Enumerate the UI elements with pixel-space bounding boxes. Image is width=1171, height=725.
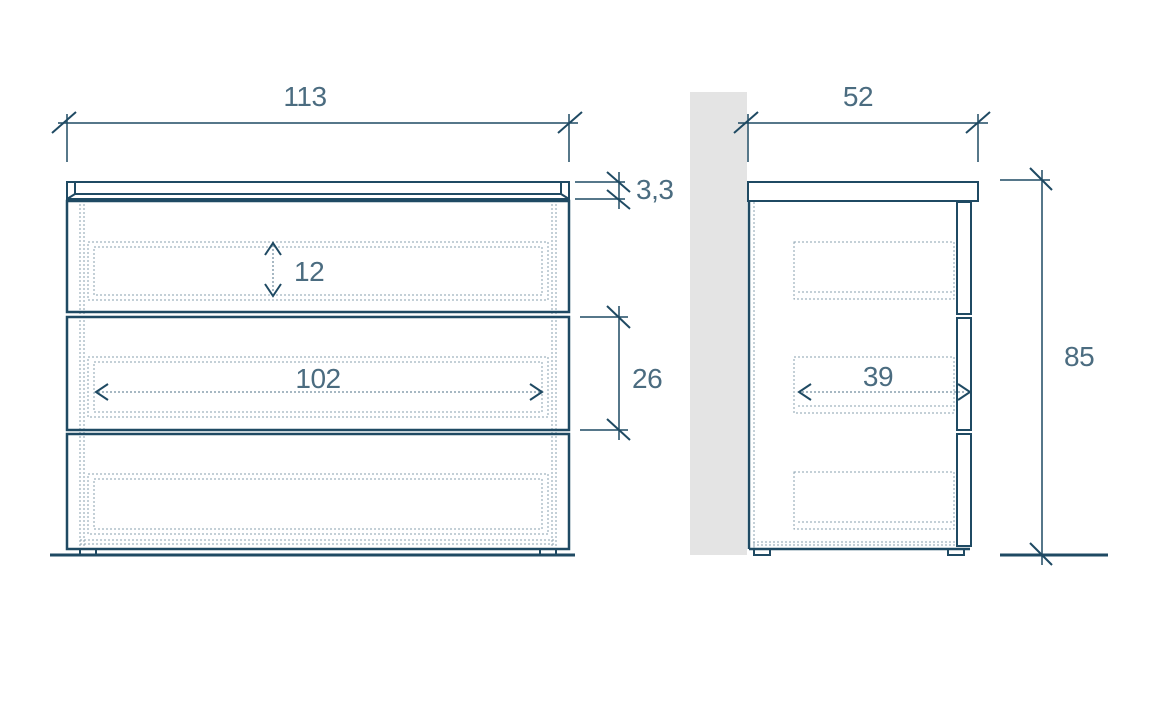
drawer-front-height-label: 26 [632,363,662,394]
depth-label: 52 [843,81,873,112]
side-drawer-fronts [956,201,972,547]
wall [690,92,747,555]
arrowheads-inner-height [264,241,282,298]
dresser-feet-front [79,548,557,556]
dimension-drawer-front-height [580,305,631,441]
dimension-depth [733,111,991,162]
dresser-feet-side [753,548,965,556]
dimension-height [1000,167,1053,566]
drawer-front-1 [65,199,571,314]
side-view-dresser [747,181,979,556]
drawer-inner-depth-label: 39 [863,361,893,392]
drawer-front-2 [65,315,571,432]
dresser-top-front [66,181,570,200]
carcass-dotted-outline [79,200,557,548]
drawer-front-3 [65,432,571,551]
dimension-top-thickness [575,171,631,210]
dresser-top-side [747,181,979,202]
side-dotted-details [753,202,957,548]
dimension-drawer-inner-depth [797,383,972,401]
front-view-dresser [65,181,571,556]
drawer-inner-height-label: 12 [294,256,324,287]
dimension-drawer-inner-width [94,383,544,401]
height-label: 85 [1064,341,1094,372]
top-thickness-label: 3,3 [636,174,673,205]
side-body [747,201,970,551]
drawer-inner-width-label: 102 [295,363,340,394]
width-label: 113 [283,81,326,112]
dimension-width [51,111,583,162]
